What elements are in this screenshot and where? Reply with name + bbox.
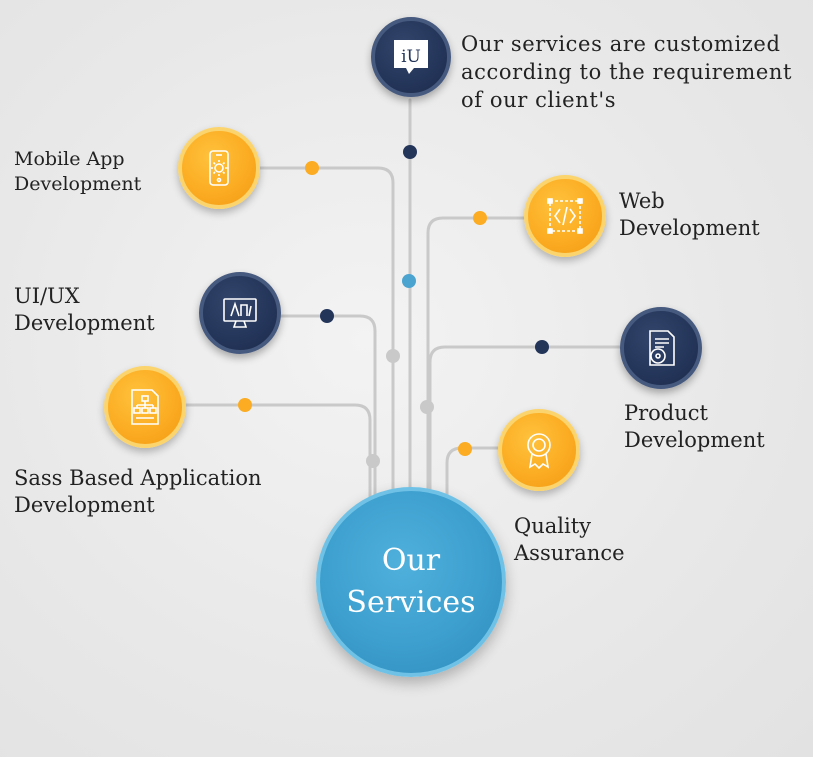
header-logo-node: iU <box>371 17 451 97</box>
product-label-line-2: Development <box>624 428 765 452</box>
header-line-2: according to the requirement <box>461 60 793 84</box>
mobile-label-line-2: Development <box>14 173 142 195</box>
quality-node <box>498 409 580 491</box>
web-label-line-2: Development <box>619 216 760 240</box>
document-disc-icon <box>649 330 675 366</box>
uiux-label-line-1: UI/UX <box>14 284 80 308</box>
our-services-hub: Our Services <box>316 487 506 677</box>
product-dev-label: Product Development <box>624 400 765 454</box>
mobile-label-line-1: Mobile App <box>14 148 125 170</box>
quality-label: Quality Assurance <box>514 513 625 567</box>
uiux-label: UI/UX Development <box>14 283 155 337</box>
code-window-icon <box>547 198 583 234</box>
sass-label-line-2: Development <box>14 493 155 517</box>
award-ribbon-icon <box>527 433 551 470</box>
mobile-gear-icon <box>209 150 229 186</box>
mobile-app-node <box>178 127 260 209</box>
sass-app-node <box>104 366 186 448</box>
web-label-line-1: Web <box>619 189 665 213</box>
sass-app-label: Sass Based Application Development <box>14 465 262 519</box>
uiux-node <box>199 272 281 354</box>
web-dev-label: Web Development <box>619 188 760 242</box>
quality-label-line-2: Assurance <box>514 541 625 565</box>
hub-title-line-2: Services <box>346 585 476 620</box>
web-dev-node <box>524 175 606 257</box>
header-line-3: of our client's <box>461 88 617 112</box>
monitor-design-icon <box>223 298 257 328</box>
header-description: Our services are customized according to… <box>461 30 792 114</box>
mobile-app-label: Mobile App Development <box>14 147 141 197</box>
flowchart-doc-icon <box>131 389 159 425</box>
uiux-label-line-2: Development <box>14 311 155 335</box>
sass-label-line-1: Sass Based Application <box>14 466 262 490</box>
hub-title-line-1: Our <box>381 543 441 578</box>
product-label-line-1: Product <box>624 401 708 425</box>
logo-text: iU <box>401 47 421 67</box>
header-line-1: Our services are customized <box>461 32 781 56</box>
quality-label-line-1: Quality <box>514 514 591 538</box>
connector-dots <box>238 145 549 468</box>
chat-logo-icon: iU <box>394 40 428 74</box>
product-dev-node <box>620 307 702 389</box>
